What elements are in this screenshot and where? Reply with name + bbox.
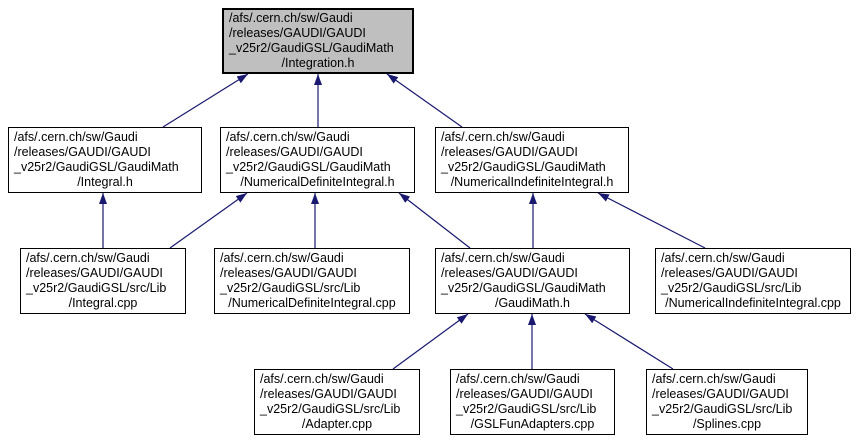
node-label-line: /releases/GAUDI/GAUDI — [14, 145, 151, 159]
node-label-line: /afs/.cern.ch/sw/Gaudi — [652, 372, 776, 386]
node-label-line: /afs/.cern.ch/sw/Gaudi — [260, 372, 384, 386]
graph-node-integration-h: /afs/.cern.ch/sw/Gaudi /releases/GAUDI/G… — [222, 8, 414, 74]
node-label-line: /GaudiMath.h — [494, 296, 571, 310]
node-label-line: _v25r2/GaudiGSL/src/Lib — [220, 281, 361, 295]
node-label-line: _v25r2/GaudiGSL/GaudiMath — [226, 160, 391, 174]
node-label-line: /releases/GAUDI/GAUDI — [441, 266, 578, 280]
node-label-line: /afs/.cern.ch/sw/Gaudi — [229, 11, 353, 25]
node-label-line: _v25r2/GaudiGSL/src/Lib — [456, 402, 597, 416]
node-label-line: /NumericalIndefiniteIntegral.cpp — [665, 296, 841, 310]
node-label-line: /afs/.cern.ch/sw/Gaudi — [226, 130, 350, 144]
edge-integral-cpp-to-numerical-definite-integral-h — [169, 192, 248, 249]
graph-node-integral-h[interactable]: /afs/.cern.ch/sw/Gaudi /releases/GAUDI/G… — [8, 127, 202, 193]
node-label-line: /Splines.cpp — [692, 417, 762, 431]
node-label-line: _v25r2/GaudiGSL/src/Lib — [652, 402, 793, 416]
edge-numerical-indefinite-integral-cpp-to-numerical-indefinite-integral-h — [597, 192, 706, 249]
graph-node-integral-cpp[interactable]: /afs/.cern.ch/sw/Gaudi /releases/GAUDI/G… — [20, 248, 186, 314]
edge-numerical-indefinite-integral-h-to-integration-h — [386, 73, 463, 128]
edge-splines-cpp-to-gaudimath-h — [584, 313, 674, 370]
node-label-line: _v25r2/GaudiGSL/src/Lib — [661, 281, 802, 295]
node-label-line: _v25r2/GaudiGSL/GaudiMath — [441, 281, 606, 295]
node-label-line: /afs/.cern.ch/sw/Gaudi — [14, 130, 138, 144]
node-label-line: /afs/.cern.ch/sw/Gaudi — [220, 251, 344, 265]
node-label-line: /afs/.cern.ch/sw/Gaudi — [441, 251, 565, 265]
node-label-line: /releases/GAUDI/GAUDI — [661, 266, 798, 280]
node-label-line: /NumericalDefiniteIntegral.h — [240, 175, 395, 189]
node-label-line: /afs/.cern.ch/sw/Gaudi — [26, 251, 150, 265]
graph-node-numerical-indefinite-integral-h[interactable]: /afs/.cern.ch/sw/Gaudi /releases/GAUDI/G… — [435, 127, 629, 193]
graph-node-adapter-cpp[interactable]: /afs/.cern.ch/sw/Gaudi /releases/GAUDI/G… — [254, 369, 420, 435]
node-label-line: /Integral.cpp — [68, 296, 138, 310]
graph-node-gslfunadapters-cpp[interactable]: /afs/.cern.ch/sw/Gaudi /releases/GAUDI/G… — [450, 369, 615, 435]
node-label-line: /releases/GAUDI/GAUDI — [652, 387, 789, 401]
edge-adapter-cpp-to-gaudimath-h — [392, 313, 469, 370]
node-label-line: /releases/GAUDI/GAUDI — [229, 26, 366, 40]
node-label-line: /Adapter.cpp — [301, 417, 373, 431]
node-label-line: /releases/GAUDI/GAUDI — [220, 266, 357, 280]
node-label-line: /afs/.cern.ch/sw/Gaudi — [661, 251, 785, 265]
node-label-line: /GSLFunAdapters.cpp — [470, 417, 595, 431]
node-label-line: /releases/GAUDI/GAUDI — [26, 266, 163, 280]
node-label-line: _v25r2/GaudiGSL/GaudiMath — [14, 160, 179, 174]
node-label-line: /NumericalIndefiniteIntegral.h — [450, 175, 614, 189]
node-label-line: /releases/GAUDI/GAUDI — [456, 387, 593, 401]
graph-node-numerical-definite-integral-h[interactable]: /afs/.cern.ch/sw/Gaudi /releases/GAUDI/G… — [220, 127, 415, 193]
edge-gaudimath-h-to-numerical-definite-integral-h — [398, 192, 471, 249]
node-label-line: /NumericalDefiniteIntegral.cpp — [228, 296, 396, 310]
graph-node-gaudimath-h[interactable]: /afs/.cern.ch/sw/Gaudi /releases/GAUDI/G… — [435, 248, 630, 314]
node-label-line: /afs/.cern.ch/sw/Gaudi — [441, 130, 565, 144]
node-label-line: /releases/GAUDI/GAUDI — [441, 145, 578, 159]
node-label-line: /Integral.h — [77, 175, 133, 189]
node-label-line: /Integration.h — [281, 56, 355, 70]
graph-node-numerical-definite-integral-cpp[interactable]: /afs/.cern.ch/sw/Gaudi /releases/GAUDI/G… — [214, 248, 410, 314]
edge-integral-h-to-integration-h — [162, 73, 249, 128]
node-label-line: _v25r2/GaudiGSL/GaudiMath — [229, 41, 394, 55]
graph-node-splines-cpp[interactable]: /afs/.cern.ch/sw/Gaudi /releases/GAUDI/G… — [646, 369, 808, 435]
node-label-line: _v25r2/GaudiGSL/src/Lib — [260, 402, 401, 416]
node-label-line: /releases/GAUDI/GAUDI — [260, 387, 397, 401]
node-label-line: _v25r2/GaudiGSL/GaudiMath — [441, 160, 606, 174]
graph-node-numerical-indefinite-integral-cpp[interactable]: /afs/.cern.ch/sw/Gaudi /releases/GAUDI/G… — [655, 248, 851, 314]
node-label-line: /afs/.cern.ch/sw/Gaudi — [456, 372, 580, 386]
node-label-line: /releases/GAUDI/GAUDI — [226, 145, 363, 159]
node-label-line: _v25r2/GaudiGSL/src/Lib — [26, 281, 167, 295]
